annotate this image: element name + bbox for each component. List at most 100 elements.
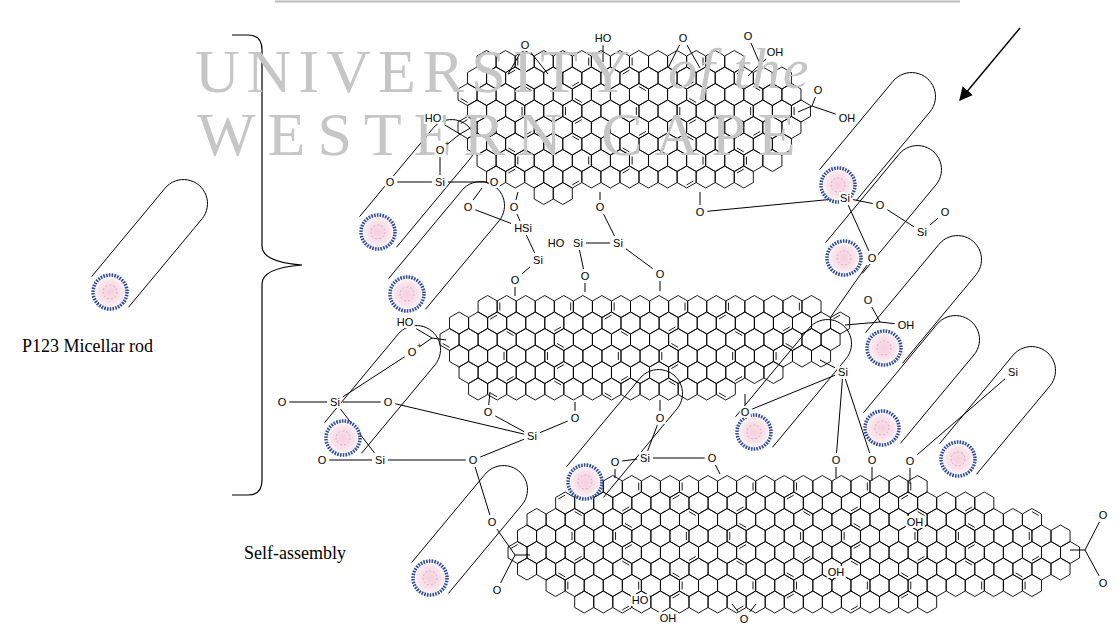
bond-line — [540, 421, 568, 433]
double-bond — [918, 556, 925, 560]
carbon-ring — [554, 362, 573, 384]
carbon-ring — [563, 166, 582, 188]
bond-line — [653, 458, 705, 459]
carbon-ring — [678, 312, 697, 334]
carbon-ring — [497, 362, 516, 384]
bond-line — [397, 182, 432, 183]
carbon-ring — [803, 525, 822, 547]
double-bond — [910, 582, 911, 590]
carbon-ring — [821, 329, 840, 351]
atom-label: Si — [526, 430, 538, 442]
double-bond — [787, 573, 794, 577]
carbon-ring — [554, 296, 573, 318]
carbon-ring — [526, 312, 545, 334]
double-bond — [615, 532, 616, 540]
carbon-ring — [632, 558, 651, 580]
double-bond — [753, 483, 754, 491]
double-bond — [735, 376, 742, 380]
carbon-ring — [535, 362, 554, 384]
carbon-ring — [660, 542, 679, 564]
double-bond — [625, 545, 632, 549]
carbon-ring — [603, 575, 622, 597]
carbon-ring — [613, 492, 632, 514]
double-bond — [671, 343, 678, 347]
carbon-ring — [688, 329, 707, 351]
carbon-ring — [851, 575, 870, 597]
carbon-ring — [889, 575, 908, 597]
double-bond — [735, 332, 742, 336]
carbon-ring — [564, 378, 583, 400]
double-bond — [547, 352, 548, 360]
double-bond — [621, 376, 628, 380]
carbon-ring — [651, 558, 670, 580]
double-bond — [981, 582, 982, 590]
atom-label: Si — [837, 366, 849, 378]
bond-line — [845, 379, 869, 453]
bond-line — [1070, 550, 1085, 551]
carbon-ring — [699, 476, 718, 498]
carbon-ring — [956, 525, 975, 547]
carbon-ring — [994, 525, 1013, 547]
carbon-ring — [575, 525, 594, 547]
bond-line — [812, 97, 815, 106]
double-bond — [914, 532, 915, 540]
bond-line — [526, 235, 534, 253]
double-bond — [687, 181, 694, 185]
bond-line — [432, 338, 446, 340]
double-bond — [854, 545, 861, 549]
double-bond — [800, 532, 801, 540]
carbon-ring — [594, 525, 613, 547]
carbon-ring — [546, 575, 565, 597]
micelle-core — [103, 285, 117, 299]
carbon-ring — [956, 492, 975, 514]
bond-line — [473, 188, 482, 200]
atom-label: HO — [631, 594, 650, 606]
atom-label: Si — [434, 176, 446, 188]
carbon-ring — [880, 492, 899, 514]
micelle-end — [941, 442, 975, 476]
carbon-ring — [565, 542, 584, 564]
carbon-ring — [765, 525, 784, 547]
double-bond — [965, 507, 972, 511]
double-bond — [689, 98, 696, 102]
carbon-ring — [822, 525, 841, 547]
carbon-ring — [1051, 558, 1070, 580]
carbon-ring — [651, 591, 670, 613]
atom-label: O — [510, 274, 521, 286]
atom-label: Si — [916, 226, 928, 238]
carbon-ring — [927, 509, 946, 531]
carbon-ring — [775, 476, 794, 498]
carbon-ring — [1051, 525, 1070, 547]
atom-label: O — [1098, 509, 1109, 521]
carbon-ring — [994, 558, 1013, 580]
carbon-ring — [622, 509, 641, 531]
carbon-ring — [773, 312, 792, 334]
carbon-ring — [851, 542, 870, 564]
carbon-ring — [918, 525, 937, 547]
micelle-core — [371, 225, 385, 239]
double-bond — [729, 532, 730, 540]
double-bond — [968, 523, 975, 527]
bond-line — [579, 250, 583, 269]
atom-label: O — [385, 176, 396, 188]
atom-label: O — [463, 201, 474, 213]
carbon-ring — [880, 558, 899, 580]
carbon-ring — [918, 591, 937, 613]
double-bond — [686, 532, 687, 540]
bond-line — [930, 218, 938, 225]
atom-label: HO — [547, 237, 566, 249]
carbon-ring — [870, 509, 889, 531]
carbon-ring — [640, 312, 659, 334]
carbon-ring — [775, 575, 794, 597]
carbon-ring — [1032, 558, 1051, 580]
carbon-ring — [775, 509, 794, 531]
double-bond — [554, 381, 561, 385]
carbon-ring — [1022, 509, 1041, 531]
double-bond — [669, 381, 676, 385]
micelle-end — [568, 465, 602, 499]
double-bond — [737, 169, 744, 173]
carbon-ring — [651, 492, 670, 514]
charge-sign: + — [417, 342, 422, 351]
carbon-ring — [544, 166, 563, 188]
atom-label: HO — [594, 32, 613, 44]
